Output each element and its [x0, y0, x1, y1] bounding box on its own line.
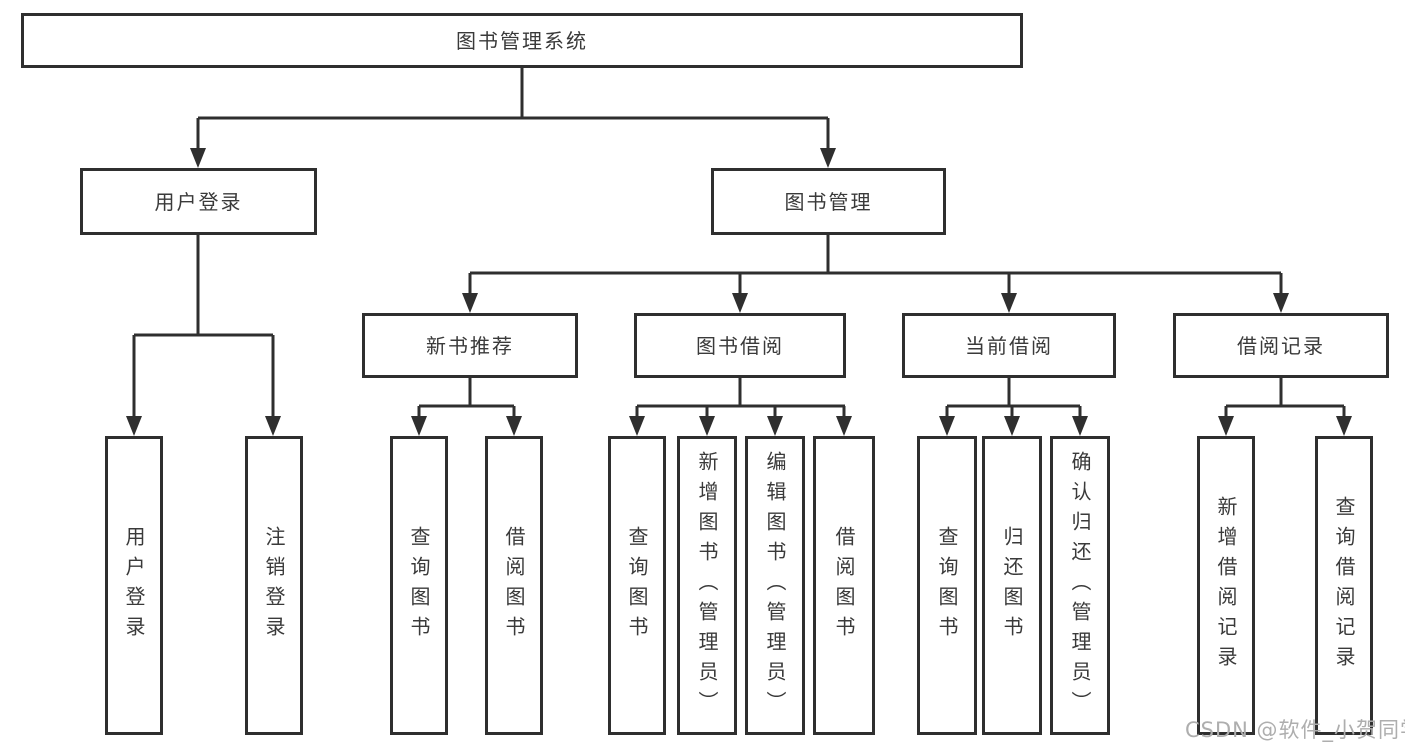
leaf-borrow-edit-books-admin-label: 编辑图书（管理员） [763, 450, 787, 721]
leaf-borrow-add-books-admin-label: 新增图书（管理员） [695, 450, 719, 721]
node-book-borrowing-label: 图书借阅 [696, 333, 784, 358]
leaf-borrow-edit-books-admin: 编辑图书（管理员） [745, 436, 805, 735]
node-book-borrowing: 图书借阅 [634, 313, 846, 378]
leaf-current-return-books: 归还图书 [982, 436, 1042, 735]
leaf-user-login: 用户登录 [105, 436, 163, 735]
node-user-login-label: 用户登录 [154, 189, 243, 214]
watermark: CSDN @软件_小贺同学 [1185, 718, 1405, 742]
leaf-records-add-record: 新增借阅记录 [1197, 436, 1255, 735]
node-borrowing-records: 借阅记录 [1173, 313, 1389, 378]
leaf-records-query-record: 查询借阅记录 [1315, 436, 1373, 735]
leaf-logout: 注销登录 [245, 436, 303, 735]
leaf-current-confirm-return-admin: 确认归还（管理员） [1050, 436, 1110, 735]
leaf-borrow-borrow-books: 借阅图书 [813, 436, 875, 735]
node-current-borrowing: 当前借阅 [902, 313, 1116, 378]
node-root-label: 图书管理系统 [456, 28, 588, 53]
node-book-management: 图书管理 [711, 168, 946, 235]
leaf-borrow-add-books-admin: 新增图书（管理员） [677, 436, 737, 735]
leaf-current-query-books: 查询图书 [917, 436, 977, 735]
leaf-borrow-query-books: 查询图书 [608, 436, 666, 735]
leaf-recommend-borrow-books: 借阅图书 [485, 436, 543, 735]
leaf-records-add-record-label: 新增借阅记录 [1214, 495, 1238, 676]
leaf-user-login-label: 用户登录 [122, 525, 146, 646]
leaf-current-return-books-label: 归还图书 [1000, 525, 1024, 646]
node-book-management-label: 图书管理 [784, 189, 873, 214]
leaf-recommend-query-books: 查询图书 [390, 436, 448, 735]
connector-stems [132, 68, 1346, 420]
node-user-login: 用户登录 [80, 168, 317, 235]
leaf-recommend-borrow-books-label: 借阅图书 [502, 525, 526, 646]
leaf-borrow-borrow-books-label: 借阅图书 [832, 525, 856, 646]
node-current-borrowing-label: 当前借阅 [965, 333, 1053, 358]
node-root: 图书管理系统 [21, 13, 1023, 68]
node-borrowing-records-label: 借阅记录 [1237, 333, 1325, 358]
leaf-current-confirm-return-admin-label: 确认归还（管理员） [1068, 450, 1092, 721]
leaf-records-query-record-label: 查询借阅记录 [1332, 495, 1356, 676]
leaf-recommend-query-books-label: 查询图书 [407, 525, 431, 646]
leaf-borrow-query-books-label: 查询图书 [625, 525, 649, 646]
leaf-logout-label: 注销登录 [262, 525, 286, 646]
node-new-book-recommendation-label: 新书推荐 [426, 333, 514, 358]
node-new-book-recommendation: 新书推荐 [362, 313, 578, 378]
leaf-current-query-books-label: 查询图书 [935, 525, 959, 646]
